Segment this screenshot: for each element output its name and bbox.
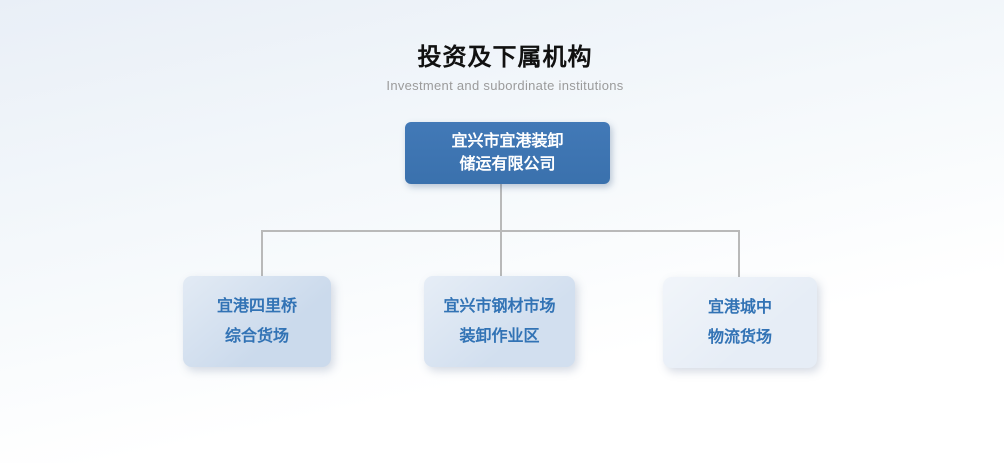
org-node-root-label-line1: 宜兴市宜港装卸 (451, 133, 564, 150)
org-node-child-1: 宜港四里桥 综合货场 (183, 276, 331, 367)
org-node-root: 宜兴市宜港装卸 储运有限公司 (405, 122, 610, 184)
org-node-child-2: 宜兴市钢材市场 装卸作业区 (424, 276, 575, 367)
org-node-child-1-label-line2: 综合货场 (224, 327, 289, 345)
org-node-child-3-label-line2: 物流货场 (707, 328, 772, 346)
page-subtitle: Investment and subordinate institutions (386, 78, 624, 93)
connector-drop-middle (500, 230, 502, 277)
page-title: 投资及下属机构 (417, 44, 593, 71)
connector-drop-right (738, 230, 740, 278)
org-node-child-2-label-line2: 装卸作业区 (459, 327, 540, 345)
chart-header: 投资及下属机构 Investment and subordinate insti… (0, 44, 1004, 93)
org-node-child-1-label-line1: 宜港四里桥 (216, 297, 297, 315)
org-node-child-3-label-line1: 宜港城中 (707, 298, 772, 316)
connector-drop-left (261, 230, 263, 277)
org-node-root-label-line2: 储运有限公司 (459, 156, 556, 173)
connector-root-stem (500, 184, 502, 231)
org-node-child-3: 宜港城中 物流货场 (663, 277, 817, 368)
org-node-child-2-label-line1: 宜兴市钢材市场 (443, 297, 556, 315)
